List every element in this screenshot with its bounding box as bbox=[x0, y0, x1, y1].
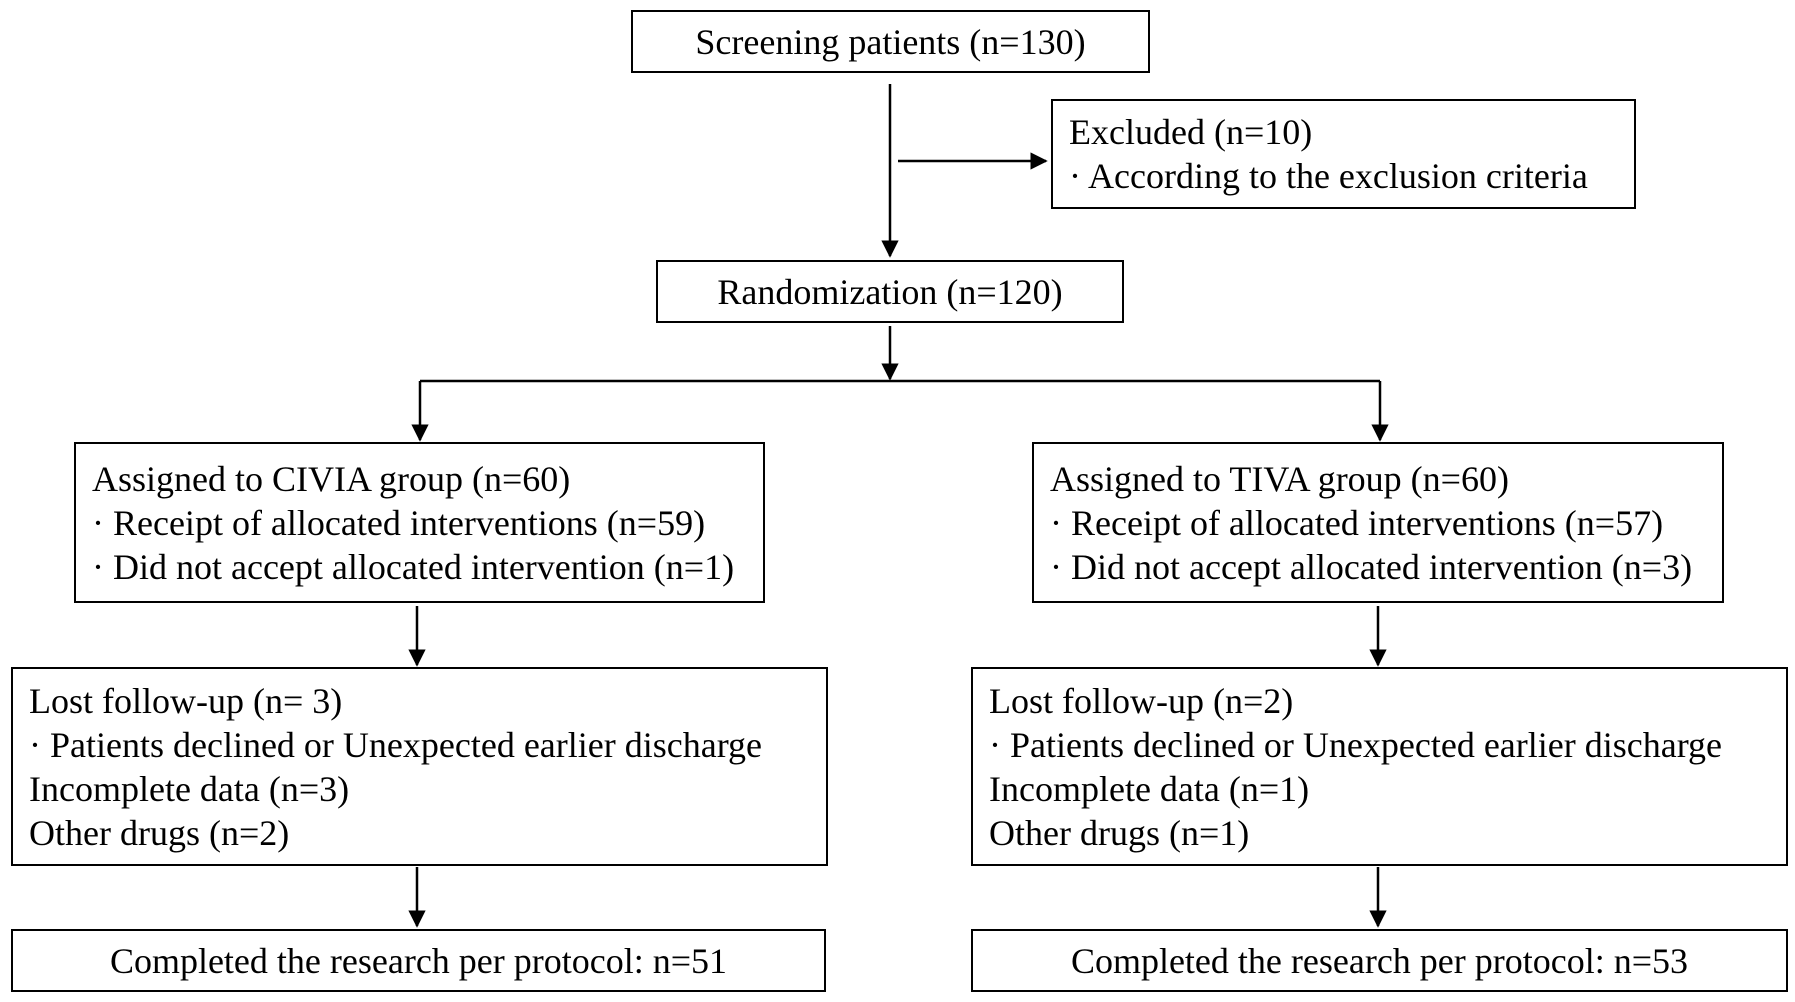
civia-assigned-title: Assigned to CIVIA group (n=60) bbox=[92, 458, 571, 499]
randomization-label: Randomization (n=120) bbox=[717, 271, 1063, 312]
excluded-title: Excluded (n=10) bbox=[1069, 112, 1313, 152]
tiva-assigned-title: Assigned to TIVA group (n=60) bbox=[1050, 458, 1509, 499]
randomization-box: Randomization (n=120) bbox=[656, 260, 1124, 323]
excluded-reason: · According to the exclusion criteria bbox=[1069, 156, 1588, 196]
civia-completed-box: Completed the research per protocol: n=5… bbox=[11, 929, 826, 992]
civia-followup-box: Lost follow-up (n= 3) · Patients decline… bbox=[11, 667, 828, 866]
tiva-assigned-box: Assigned to TIVA group (n=60) · Receipt … bbox=[1032, 442, 1724, 603]
tiva-incomplete: Incomplete data (n=1) bbox=[989, 768, 1310, 809]
civia-lost: Lost follow-up (n= 3) bbox=[29, 680, 343, 721]
civia-completed: Completed the research per protocol: n=5… bbox=[109, 940, 728, 981]
tiva-other: Other drugs (n=1) bbox=[989, 812, 1250, 853]
civia-lost-reason: · Patients declined or Unexpected earlie… bbox=[29, 724, 763, 765]
screening-label: Screening patients (n=130) bbox=[695, 21, 1086, 62]
tiva-lost: Lost follow-up (n=2) bbox=[989, 680, 1294, 721]
civia-assigned-box: Assigned to CIVIA group (n=60) · Receipt… bbox=[74, 442, 765, 603]
excluded-box: Excluded (n=10) · According to the exclu… bbox=[1051, 99, 1636, 209]
civia-received: · Receipt of allocated interventions (n=… bbox=[92, 502, 706, 543]
tiva-completed: Completed the research per protocol: n=5… bbox=[1070, 940, 1689, 981]
tiva-followup-box: Lost follow-up (n=2) · Patients declined… bbox=[971, 667, 1788, 866]
screening-box: Screening patients (n=130) bbox=[631, 10, 1150, 73]
tiva-lost-reason: · Patients declined or Unexpected earlie… bbox=[989, 724, 1723, 765]
tiva-received: · Receipt of allocated interventions (n=… bbox=[1050, 502, 1664, 543]
tiva-completed-box: Completed the research per protocol: n=5… bbox=[971, 929, 1788, 992]
civia-other: Other drugs (n=2) bbox=[29, 812, 290, 853]
civia-incomplete: Incomplete data (n=3) bbox=[29, 768, 350, 809]
civia-declined: · Did not accept allocated intervention … bbox=[92, 546, 735, 587]
tiva-declined: · Did not accept allocated intervention … bbox=[1050, 546, 1693, 587]
